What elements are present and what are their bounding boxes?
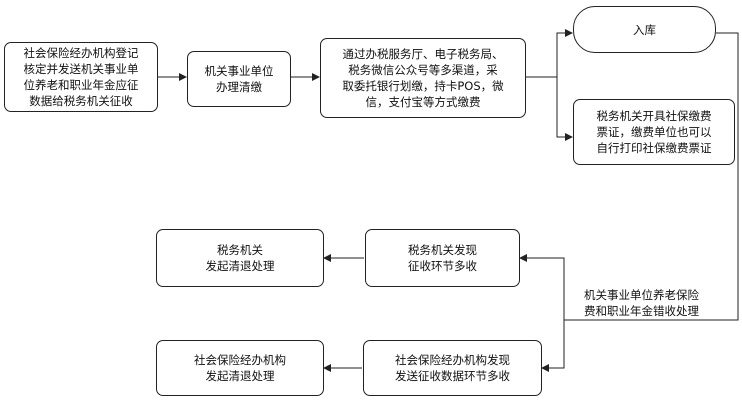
arrow-branch-n6 <box>519 254 565 320</box>
node-social-initiates-refund: 社会保险经办机构 发起清退处理 <box>156 340 324 396</box>
arrow-n3-n5 <box>556 77 573 141</box>
arrow-branch-n8 <box>541 320 565 372</box>
edge-label-error-handling: 机关事业单位养老保险 费和职业年金错收处理 <box>584 288 699 318</box>
line-n4-branch <box>564 32 739 321</box>
node-register-and-send-data: 社会保险经办机构登记 核定并发送机关事业单 位养老和职业年金应征 数据给税务机关… <box>4 42 158 112</box>
node-tax-finds-overcharge: 税务机关发现 征收环节多收 <box>365 229 520 287</box>
node-payment-channels: 通过办税服务厅、电子税务局、 税务微信公众号等多渠道，采 取委托银行划缴，持卡P… <box>320 38 526 118</box>
node-issue-receipt: 税务机关开具社保缴费 票证，缴费单位也可以 自行打印社保缴费票证 <box>573 99 735 165</box>
node-tax-initiates-refund: 税务机关 发起清退处理 <box>156 229 324 287</box>
arrow-n3-n4 <box>526 29 573 78</box>
node-warehousing: 入库 <box>573 6 716 53</box>
node-social-finds-overcharge: 社会保险经办机构发现 发送征收数据环节多收 <box>363 340 542 396</box>
node-unit-settlement: 机关事业单位 办理清缴 <box>187 51 291 107</box>
